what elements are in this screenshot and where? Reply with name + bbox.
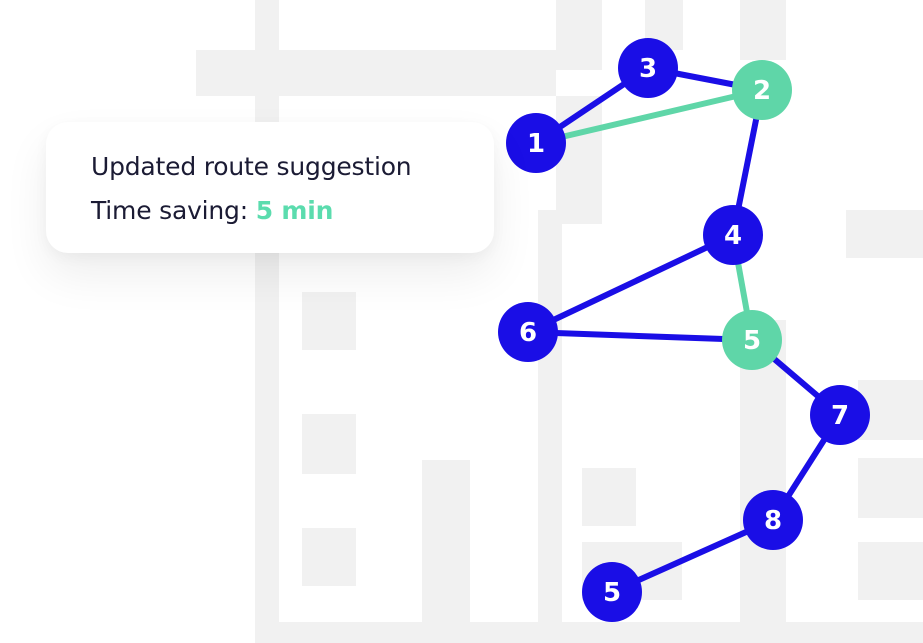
- route-stop-stop-8[interactable]: 8: [743, 490, 803, 550]
- map-block: [740, 320, 786, 643]
- stop-number: 5: [743, 326, 761, 356]
- suggested-segment-stop-1-stop-2: [533, 87, 765, 146]
- stop-marker[interactable]: [732, 60, 792, 120]
- stop-number: 3: [639, 54, 657, 84]
- map-block: [302, 414, 356, 474]
- stop-number: 6: [519, 318, 537, 348]
- stop-number: 7: [831, 401, 849, 431]
- map-block: [422, 460, 470, 643]
- map-block: [582, 468, 636, 526]
- map-block: [255, 622, 923, 643]
- route-stop-stop-7[interactable]: 7: [810, 385, 870, 445]
- route-stop-stop-1[interactable]: 1: [506, 113, 566, 173]
- map-block: [255, 0, 279, 643]
- map-block: [858, 458, 923, 518]
- map-block: [858, 542, 923, 600]
- stop-marker[interactable]: [722, 310, 782, 370]
- stop-marker[interactable]: [618, 38, 678, 98]
- stop-marker[interactable]: [498, 302, 558, 362]
- route-stop-stop-4[interactable]: 4: [703, 205, 763, 265]
- route-stops: 1 3 2 4 6 5 7 8 5: [498, 38, 870, 622]
- map-block: [196, 50, 556, 96]
- route-segment-stop-4-stop-6: [525, 232, 736, 335]
- map-block: [538, 210, 562, 643]
- stop-marker[interactable]: [506, 113, 566, 173]
- route-stop-stop-3[interactable]: 3: [618, 38, 678, 98]
- map-block: [556, 0, 602, 70]
- time-saving-value: 5 min: [255, 196, 334, 225]
- stop-number: 8: [764, 506, 782, 536]
- map-block: [846, 210, 923, 258]
- stop-number: 5: [603, 578, 621, 608]
- route-stop-stop-2[interactable]: 2: [732, 60, 792, 120]
- stop-marker[interactable]: [810, 385, 870, 445]
- stop-number: 2: [753, 76, 771, 106]
- route-segment-stop-6-stop-5a: [525, 329, 755, 343]
- map-background: [196, 0, 923, 643]
- suggestion-title: Updated route suggestion: [91, 152, 412, 181]
- route-stop-stop-6[interactable]: 6: [498, 302, 558, 362]
- stop-number: 4: [724, 221, 742, 251]
- stop-marker[interactable]: [703, 205, 763, 265]
- time-saving-label: Time saving:: [91, 196, 248, 225]
- map-block: [302, 292, 356, 350]
- time-saving-line: Time saving: 5 min: [91, 189, 494, 233]
- route-suggestion-card: Updated route suggestion Time saving: 5 …: [46, 122, 494, 253]
- stop-marker[interactable]: [582, 562, 642, 622]
- map-block: [302, 528, 356, 586]
- stop-number: 1: [527, 129, 545, 159]
- map-block: [740, 0, 786, 60]
- route-stop-stop-5a[interactable]: 5: [722, 310, 782, 370]
- stop-marker[interactable]: [743, 490, 803, 550]
- route-stop-stop-5b[interactable]: 5: [582, 562, 642, 622]
